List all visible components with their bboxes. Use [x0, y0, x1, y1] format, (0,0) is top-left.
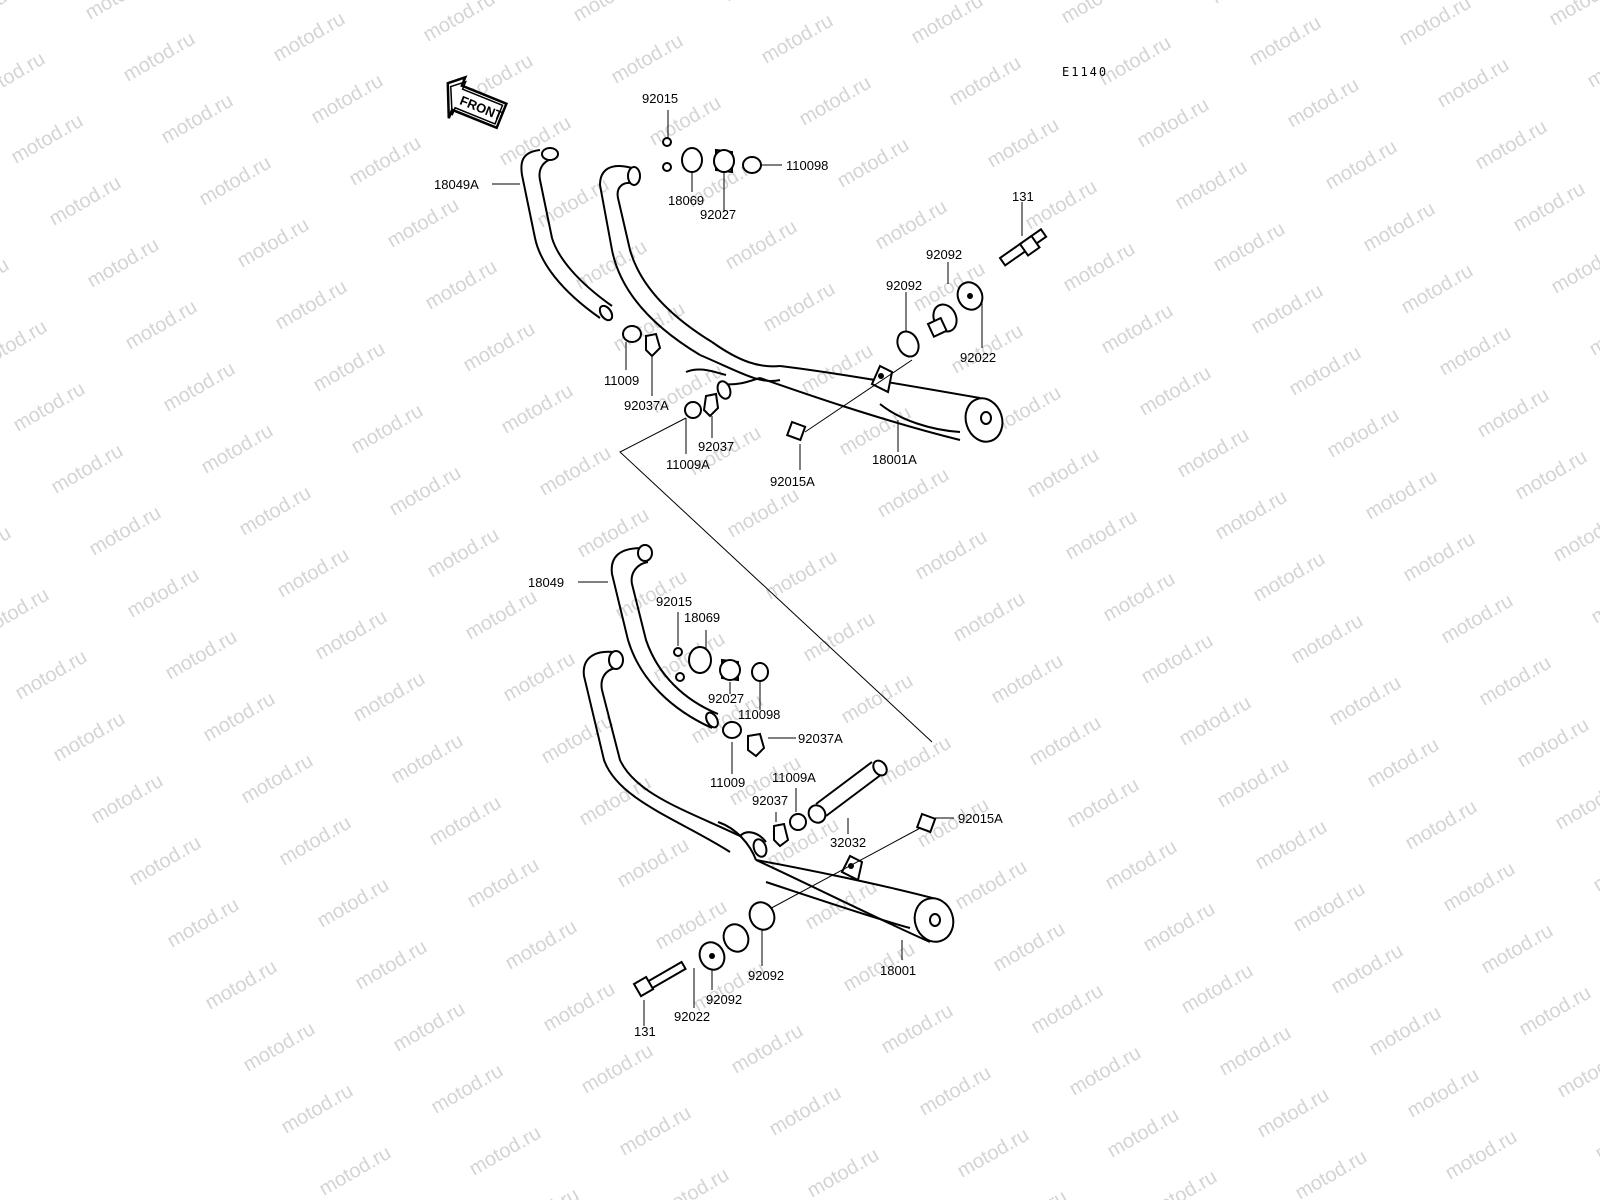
connector-line — [619, 417, 933, 743]
label-92022-lower: 92022 — [674, 1009, 710, 1024]
mount-parts-upper — [785, 227, 1048, 442]
label-92092-lower-b: 92092 — [706, 992, 742, 1007]
header-pipe-18049 — [610, 544, 719, 729]
mount-parts-lower — [632, 812, 937, 998]
label-32032: 32032 — [830, 835, 866, 850]
label-110098-lower: 110098 — [738, 707, 780, 722]
label-92037A-lower: 92037A — [798, 731, 843, 746]
upper-assembly — [492, 110, 1048, 470]
front-arrow: FRONT — [446, 75, 509, 130]
label-92027-upper: 92027 — [700, 207, 736, 222]
label-92037-upper: 92037 — [698, 439, 734, 454]
label-11009-lower: 11009 — [710, 775, 745, 790]
label-92015-upper: 92015 — [642, 91, 678, 106]
label-92022-upper: 92022 — [960, 350, 996, 365]
gaskets-lower — [673, 646, 807, 848]
leader-lines-lower — [578, 581, 954, 1026]
label-92092-upper-a: 92092 — [926, 247, 962, 262]
label-11009A-lower: 11009A — [772, 770, 816, 785]
label-92027-lower: 92027 — [708, 691, 744, 706]
label-18069-upper: 18069 — [668, 193, 704, 208]
label-92015A-upper: 92015A — [770, 474, 815, 489]
label-131-upper: 131 — [1012, 189, 1034, 204]
label-18069-lower: 18069 — [684, 610, 720, 625]
label-11009-upper: 11009 — [604, 373, 639, 388]
label-92037-lower: 92037 — [752, 793, 788, 808]
lower-assembly — [578, 544, 955, 1026]
header-pipe-upper-rear — [598, 165, 781, 400]
leader-lines-upper — [492, 110, 1023, 470]
header-pipe-18049A — [520, 147, 614, 322]
header-pipe-lower-rear — [582, 650, 768, 861]
lower-part-labels: 18049 92015 18069 92027 110098 92037A 11… — [528, 575, 1003, 1039]
diagram-code: E1140 — [1062, 65, 1108, 79]
muffler-18001 — [755, 854, 955, 943]
label-131-lower: 131 — [634, 1024, 656, 1039]
label-11009A-upper: 11009A — [666, 457, 710, 472]
label-18001A: 18001A — [872, 452, 917, 467]
label-18001: 18001 — [880, 963, 916, 978]
label-18049: 18049 — [528, 575, 564, 590]
label-92092-lower-a: 92092 — [748, 968, 784, 983]
crossover-pipe-32032 — [807, 759, 888, 824]
upper-part-labels: 92015 18069 92027 110098 18049A 131 9209… — [434, 91, 1034, 489]
label-110098-upper: 110098 — [786, 158, 828, 173]
muffler-18001A — [759, 364, 1004, 443]
label-92037A-upper: 92037A — [624, 398, 669, 413]
label-92015-lower: 92015 — [656, 594, 692, 609]
gaskets-upper — [622, 137, 762, 419]
label-92092-upper-b: 92092 — [886, 278, 922, 293]
label-18049A: 18049A — [434, 177, 479, 192]
label-92015A-lower: 92015A — [958, 811, 1003, 826]
